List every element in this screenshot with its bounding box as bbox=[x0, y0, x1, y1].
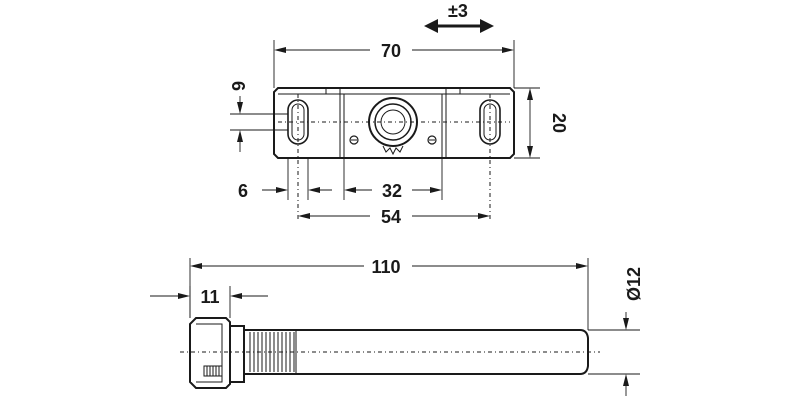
dimension-center-spacing: 32 bbox=[343, 158, 443, 201]
central-housing bbox=[339, 93, 447, 159]
dimension-head-length: 11 bbox=[150, 286, 268, 318]
double-arrow-icon bbox=[424, 19, 494, 33]
dimension-label-6-vertical: 6 bbox=[228, 81, 248, 91]
dimension-label-diameter: Ø12 bbox=[624, 267, 644, 301]
mounting-plate-view bbox=[273, 87, 515, 220]
bolt-side-view bbox=[180, 317, 600, 389]
screw-icon bbox=[349, 135, 359, 145]
dimension-height: 20 bbox=[514, 87, 569, 159]
knurled-collar bbox=[229, 325, 245, 383]
dimension-label-54: 54 bbox=[381, 207, 401, 227]
dimension-total-length: 110 bbox=[189, 257, 589, 330]
dimension-label-110: 110 bbox=[371, 257, 400, 277]
adjustment-indicator: ±3 bbox=[424, 1, 494, 33]
dimension-label-70: 70 bbox=[381, 41, 401, 61]
dimension-overall-width: 70 bbox=[273, 40, 515, 88]
bolt-shaft bbox=[243, 329, 589, 375]
dimension-label-20: 20 bbox=[549, 113, 569, 133]
dimension-label-6-horizontal: 6 bbox=[238, 181, 248, 201]
dimension-label-11: 11 bbox=[200, 287, 219, 307]
dimension-slot-width: 6 bbox=[228, 81, 288, 152]
screw-icon bbox=[427, 135, 437, 145]
adjustment-label: ±3 bbox=[448, 1, 468, 21]
set-screw-icon bbox=[203, 365, 223, 377]
dimension-slot-spacing: 54 bbox=[298, 207, 490, 227]
dimension-label-32: 32 bbox=[382, 181, 402, 201]
bolt-head bbox=[189, 317, 231, 389]
dimension-slot-offset: 6 bbox=[238, 158, 332, 201]
dimension-diameter: Ø12 bbox=[588, 267, 644, 396]
